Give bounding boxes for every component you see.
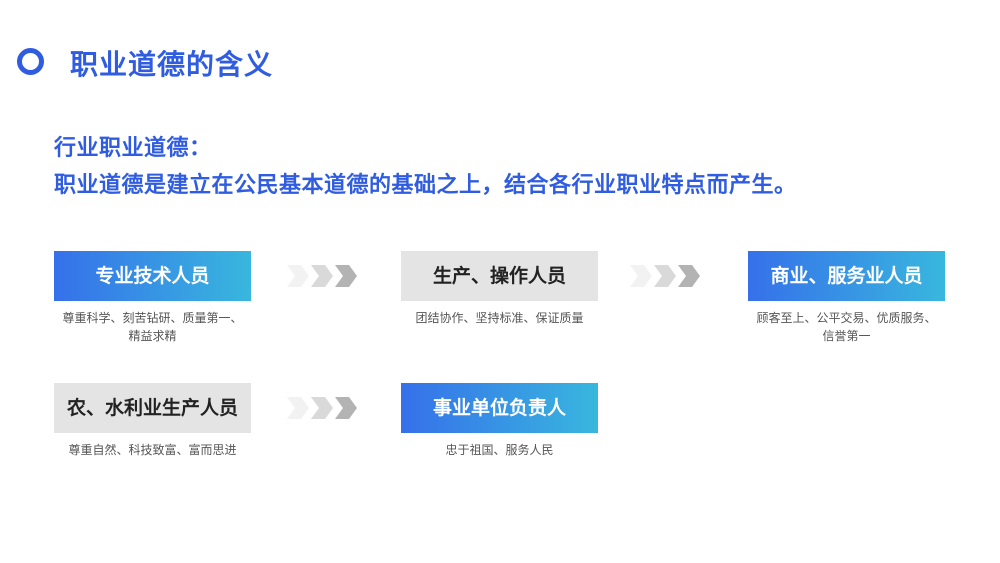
group-desc-line: 尊重自然、科技致富、富而思进 (68, 443, 237, 457)
intro-description: 职业道德是建立在公民基本道德的基础之上，结合各行业职业特点而产生。 (54, 173, 797, 198)
group-desc-line: 团结协作、坚持标准、保证质量 (415, 311, 584, 325)
group-desc-agriculture: 尊重自然、科技致富、富而思进 (54, 441, 251, 459)
group-desc-line: 忠于祖国、服务人民 (445, 443, 554, 457)
group-box-commerce: 商业、服务业人员 (748, 251, 945, 301)
group-desc-line: 顾客至上、公平交易、优质服务、 (756, 311, 937, 325)
chevron-arrows-icon (287, 265, 357, 287)
page-title: 职业道德的含义 (70, 48, 274, 81)
group-box-professional: 专业技术人员 (54, 251, 251, 301)
chevron-arrows-icon (287, 397, 357, 419)
group-desc-commerce: 顾客至上、公平交易、优质服务、 信誉第一 (748, 309, 945, 345)
group-desc-line: 信誉第一 (822, 329, 871, 343)
group-box-production: 生产、操作人员 (401, 251, 598, 301)
chevron-arrows-icon (630, 265, 700, 287)
group-box-agriculture: 农、水利业生产人员 (54, 383, 251, 433)
title-circle-icon (17, 48, 44, 75)
group-desc-production: 团结协作、坚持标准、保证质量 (401, 309, 598, 327)
group-desc-line: 尊重科学、刻苦钻研、质量第一、 (62, 311, 243, 325)
group-desc-institution: 忠于祖国、服务人民 (401, 441, 598, 459)
group-desc-line: 精益求精 (128, 329, 177, 343)
group-box-institution: 事业单位负责人 (401, 383, 598, 433)
intro-heading: 行业职业道德： (54, 136, 212, 161)
group-desc-professional: 尊重科学、刻苦钻研、质量第一、 精益求精 (54, 309, 251, 345)
